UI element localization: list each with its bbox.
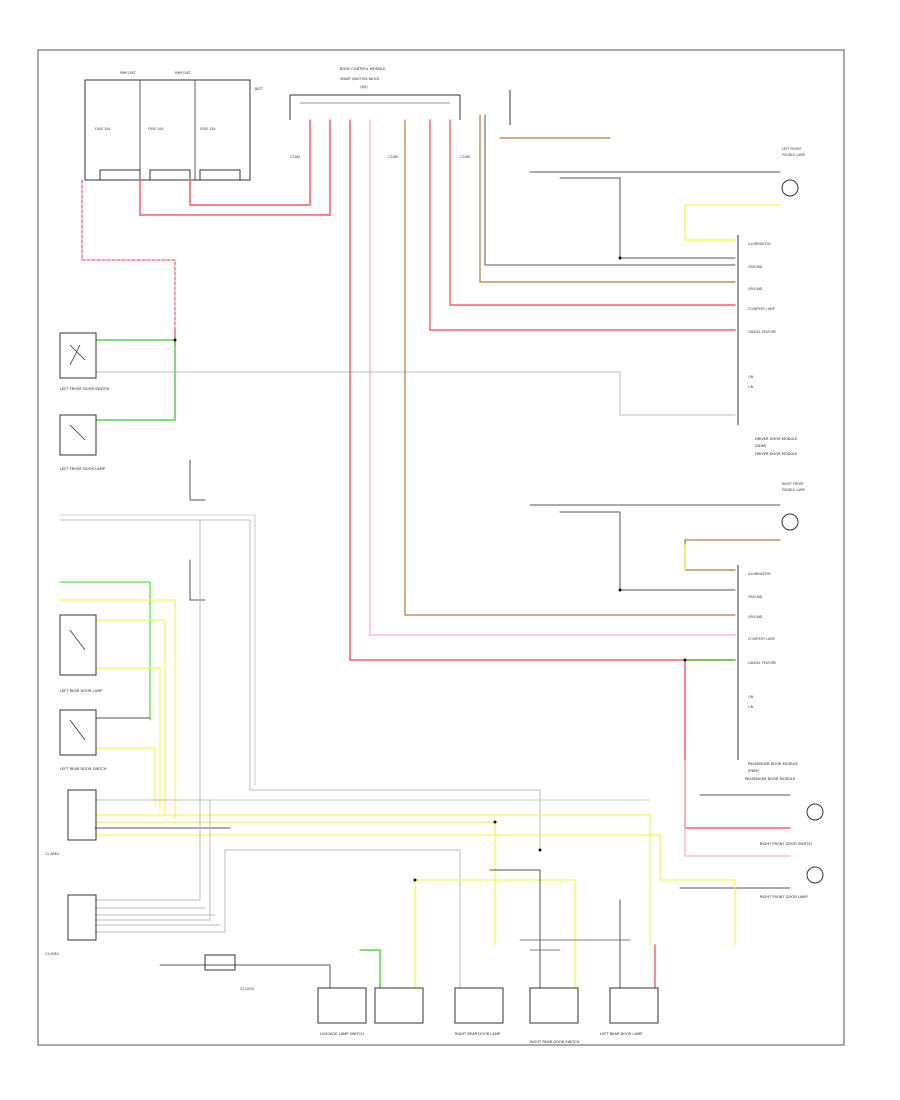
passenger-door-module-block: ILLUMINATION GROUND GROUND COURTESY LAMP… bbox=[737, 565, 799, 773]
svg-text:DRIVER DOOR MODULE: DRIVER DOOR MODULE bbox=[755, 437, 798, 441]
rr-door-switch-label: RIGHT REAR DOOR SWITCH bbox=[530, 1040, 580, 1044]
rf-door-lamp-symbol-2: RIGHT FRONT PUDDLE LAMP bbox=[781, 482, 805, 531]
svg-text:(PDM): (PDM) bbox=[748, 769, 759, 773]
rf-door-lamp-symbol: LEFT FRONT PUDDLE LAMP bbox=[781, 147, 805, 197]
wires bbox=[59, 114, 791, 991]
luggage-lamp-switch-label: LUGGAGE LAMP SWITCH bbox=[320, 1032, 364, 1036]
svg-text:PUDDLE LAMP: PUDDLE LAMP bbox=[782, 488, 805, 492]
rr-door-lamp-label: RIGHT REAR DOOR LAMP bbox=[455, 1032, 501, 1036]
junction-block: SMART JUNCTION BLOCK (SJB) bbox=[289, 77, 511, 125]
svg-text:CANCEL FEATURE: CANCEL FEATURE bbox=[748, 330, 776, 334]
svg-text:COURTESY LAMP: COURTESY LAMP bbox=[748, 307, 775, 311]
svg-text:C2 AREA: C2 AREA bbox=[45, 852, 60, 856]
svg-text:GROUND: GROUND bbox=[748, 595, 763, 599]
svg-text:PASSENGER DOOR MODULE: PASSENGER DOOR MODULE bbox=[748, 762, 799, 766]
svg-text:SMART JUNCTION BLOCK: SMART JUNCTION BLOCK bbox=[340, 77, 380, 81]
svg-text:(SJB): (SJB) bbox=[360, 85, 368, 89]
left-front-door-lamp: LEFT FRONT DOOR LAMP bbox=[59, 414, 106, 471]
bottom-components: LUGGAGE LAMP SWITCH RIGHT REAR DOOR LAMP… bbox=[317, 987, 659, 1044]
svg-text:FUSE 15A: FUSE 15A bbox=[200, 127, 216, 131]
svg-text:C3 AREA: C3 AREA bbox=[45, 952, 60, 956]
svg-text:CANCEL FEATURE: CANCEL FEATURE bbox=[748, 661, 776, 665]
svg-text:C2280: C2280 bbox=[460, 155, 470, 159]
lf-door-lamp-label: LEFT FRONT DOOR LAMP bbox=[60, 467, 106, 471]
right-front-lamps: RIGHT FRONT DOOR SWITCH RIGHT FRONT DOOR… bbox=[760, 803, 824, 899]
left-rear-door-lamp: LEFT REAR DOOR LAMP bbox=[59, 614, 103, 693]
svg-text:PWR DIST: PWR DIST bbox=[175, 71, 191, 75]
top-fuse-block: PWR DIST PWR DIST BATT FUSE 10A FUSE 10A… bbox=[84, 71, 263, 181]
left-connector-block: C2 AREA C3 AREA bbox=[45, 789, 97, 956]
top-connectors: C2280 C2280 C2280 bbox=[290, 155, 470, 159]
svg-text:C2280: C2280 bbox=[290, 155, 300, 159]
svg-text:RIGHT FRONT: RIGHT FRONT bbox=[782, 482, 804, 486]
svg-text:GROUND: GROUND bbox=[748, 615, 763, 619]
svg-text:C2 LUGG: C2 LUGG bbox=[240, 987, 255, 991]
svg-text:COURTESY LAMP: COURTESY LAMP bbox=[748, 637, 775, 641]
left-rear-door-switch: LEFT REAR DOOR SWITCH bbox=[59, 709, 107, 771]
bcm-label: BODY CONTROL MODULE bbox=[340, 67, 386, 71]
rf-door-lamp-label: RIGHT FRONT DOOR LAMP bbox=[760, 895, 809, 899]
svg-text:GROUND: GROUND bbox=[748, 265, 763, 269]
lr-door-lamp-2-label: LEFT REAR DOOR LAMP bbox=[600, 1032, 643, 1036]
splices bbox=[173, 256, 687, 882]
svg-text:LIN: LIN bbox=[748, 705, 754, 709]
svg-text:PUDDLE LAMP: PUDDLE LAMP bbox=[782, 153, 805, 157]
svg-text:LIN: LIN bbox=[748, 375, 754, 379]
driver-door-module-label: DRIVER DOOR MODULE bbox=[755, 452, 798, 456]
diagram-frame bbox=[37, 49, 845, 1046]
left-front-door-switch: LEFT FRONT DOOR SWITCH bbox=[59, 332, 109, 391]
bottom-left-fuse: C2 LUGG bbox=[204, 954, 255, 991]
svg-text:LEFT FRONT: LEFT FRONT bbox=[782, 147, 801, 151]
svg-text:ILLUMINATION: ILLUMINATION bbox=[748, 242, 771, 246]
svg-text:PWR DIST: PWR DIST bbox=[120, 71, 136, 75]
driver-door-module-block: ILLUMINATION GROUND GROUND COURTESY LAMP… bbox=[737, 235, 798, 448]
lr-door-switch-label: LEFT REAR DOOR SWITCH bbox=[60, 767, 107, 771]
svg-text:LIN: LIN bbox=[748, 385, 754, 389]
passenger-door-module-label: PASSENGER DOOR MODULE bbox=[745, 777, 796, 781]
svg-text:LIN: LIN bbox=[748, 695, 754, 699]
rf-door-switch-label: RIGHT FRONT DOOR SWITCH bbox=[760, 842, 812, 846]
svg-text:FUSE 10A: FUSE 10A bbox=[148, 127, 164, 131]
lf-door-switch-label: LEFT FRONT DOOR SWITCH bbox=[60, 387, 109, 391]
svg-text:ILLUMINATION: ILLUMINATION bbox=[748, 572, 771, 576]
svg-text:GROUND: GROUND bbox=[748, 287, 763, 291]
svg-text:(DDM): (DDM) bbox=[755, 444, 767, 448]
lr-door-lamp-label: LEFT REAR DOOR LAMP bbox=[60, 689, 103, 693]
svg-text:C2280: C2280 bbox=[388, 155, 398, 159]
svg-text:FUSE 10A: FUSE 10A bbox=[95, 127, 111, 131]
svg-text:BATT: BATT bbox=[255, 87, 263, 91]
